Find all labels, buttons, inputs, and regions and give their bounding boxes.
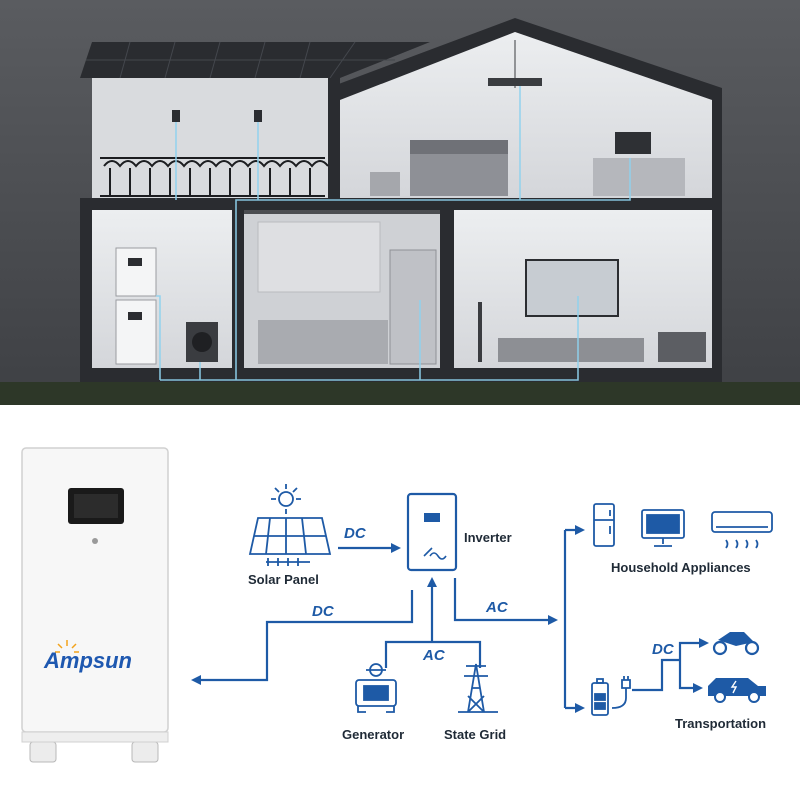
flow-label-ac-output: AC xyxy=(485,599,509,616)
wall-light-icon xyxy=(172,110,180,122)
air-conditioner-icon xyxy=(711,511,773,549)
sun-icon xyxy=(55,640,79,653)
arrow-to-car xyxy=(678,660,703,693)
transportation-label: Transportation xyxy=(675,716,766,731)
battery-product: Ampsun xyxy=(21,447,169,763)
balcony-railing-icon xyxy=(100,157,329,197)
state-grid-label: State Grid xyxy=(444,727,506,742)
wall-light-icon xyxy=(254,110,262,122)
kitchen-cabinets-icon xyxy=(257,221,381,293)
brand-logo-text: Ampsun xyxy=(43,648,132,673)
tv-icon xyxy=(525,259,619,317)
battery-feet xyxy=(29,741,159,763)
battery-cabinet-icon xyxy=(115,247,157,297)
generator-label: Generator xyxy=(342,727,404,742)
floor-slab xyxy=(80,198,722,210)
flow-label-ac-input: AC xyxy=(422,647,446,664)
house-wiring xyxy=(156,86,631,381)
arrow-inverter-to-battery xyxy=(191,590,414,685)
motorcycle-icon xyxy=(712,632,760,656)
inverter-label: Inverter xyxy=(464,530,512,545)
nightstand-icon xyxy=(370,172,400,196)
arrow-to-motorcycle xyxy=(678,638,709,660)
inverter-icon xyxy=(406,492,458,572)
flow-label-dc-solar: DC xyxy=(344,525,367,542)
dresser-icon xyxy=(593,158,685,196)
lamp-icon xyxy=(478,302,482,362)
brand-logo: Ampsun xyxy=(43,640,132,673)
house-scene-illustration xyxy=(0,0,800,405)
monitor-icon xyxy=(615,132,651,154)
bed-icon xyxy=(410,148,508,196)
power-tower-icon xyxy=(458,663,498,713)
refrigerator-icon xyxy=(593,503,615,547)
flow-label-dc-battery: DC xyxy=(312,603,335,620)
refrigerator-icon xyxy=(389,249,437,365)
sofa-icon xyxy=(658,332,706,362)
ground xyxy=(0,382,800,405)
electric-car-icon xyxy=(708,678,766,703)
flow-lines xyxy=(191,525,709,713)
generator-icon xyxy=(355,663,397,713)
television-icon xyxy=(641,509,685,547)
flow-label-dc-transport: DC xyxy=(652,641,675,658)
energy-flow-diagram: Ampsun Inverter Solar Panel xyxy=(21,447,773,763)
tv-stand-icon xyxy=(498,338,644,362)
gable-roof xyxy=(328,18,722,100)
pendant-lamp-icon xyxy=(488,78,542,86)
solar-panel-label: Solar Panel xyxy=(248,572,319,587)
household-appliances-label: Household Appliances xyxy=(611,560,751,575)
power-button-icon xyxy=(92,538,98,544)
ground-floor-base xyxy=(80,368,722,382)
battery-charger-icon xyxy=(591,676,631,716)
arrow-inverter-to-output xyxy=(453,578,558,625)
solar-panel-icon xyxy=(248,484,332,566)
